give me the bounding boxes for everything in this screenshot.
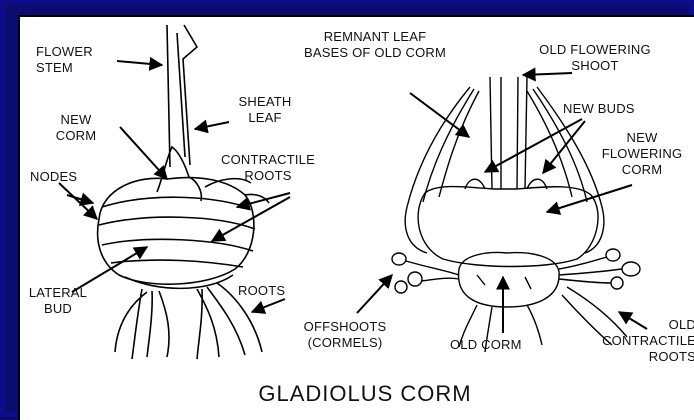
label-flower-stem: FLOWER STEM	[36, 44, 93, 76]
arrow-offshoots	[357, 275, 392, 313]
arrow-sheath-leaf	[195, 122, 229, 129]
diagram-title: GLADIOLUS CORM	[200, 381, 530, 407]
pointer-arrows	[59, 61, 647, 333]
label-old-flowering-shoot: OLD FLOWERING SHOOT	[530, 42, 660, 74]
label-offshoots: OFFSHOOTS (CORMELS)	[295, 319, 395, 351]
label-new-buds: NEW BUDS	[563, 101, 635, 117]
label-roots: ROOTS	[238, 283, 285, 299]
diagram-panel: FLOWER STEM NEW CORM SHEATH LEAF CONTRAC…	[18, 15, 694, 420]
arrow-new-flowering-corm	[547, 185, 632, 212]
label-lateral-bud: LATERAL BUD	[28, 285, 88, 317]
arrow-roots	[252, 299, 285, 312]
right-corm-section	[392, 77, 640, 352]
label-new-corm: NEW CORM	[50, 112, 102, 144]
arrow-nodes-1	[59, 183, 97, 219]
label-remnant-leaf: REMNANT LEAF BASES OF OLD CORM	[300, 29, 450, 61]
label-nodes: NODES	[30, 169, 77, 185]
label-old-contractile-roots: OLD CONTRACTILE ROOTS	[568, 317, 694, 365]
label-old-corm: OLD CORM	[450, 337, 522, 353]
label-contractile-roots: CONTRACTILE ROOTS	[208, 152, 328, 184]
arrow-new-buds-1	[485, 119, 582, 172]
label-sheath-leaf: SHEATH LEAF	[230, 94, 300, 126]
label-new-flowering-corm: NEW FLOWERING CORM	[594, 130, 690, 178]
arrow-flower-stem	[117, 61, 162, 65]
left-corm-drawing	[98, 25, 269, 359]
arrow-new-corm	[120, 127, 167, 179]
